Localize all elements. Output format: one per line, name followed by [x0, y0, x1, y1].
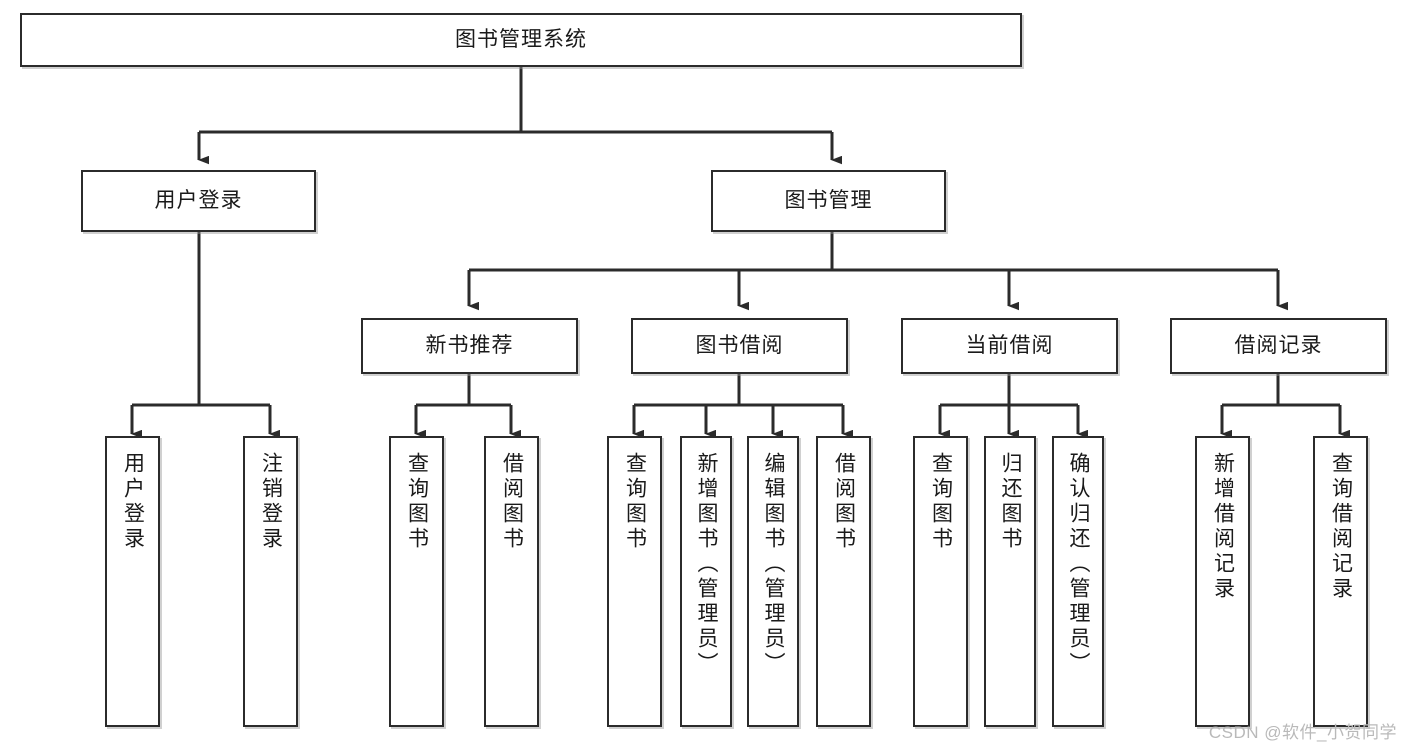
node-leaf-borrow-book-1-label: 借阅图书 [500, 452, 524, 552]
node-leaf-query-record-label: 查询借阅记录 [1329, 452, 1353, 602]
node-leaf-query-book-3-label: 查询图书 [929, 452, 953, 552]
node-user-login-label: 用户登录 [154, 188, 243, 212]
node-new-book-rec[interactable]: 新书推荐 [361, 318, 578, 374]
node-leaf-add-record[interactable]: 新增借阅记录 [1195, 436, 1250, 727]
node-leaf-query-record[interactable]: 查询借阅记录 [1313, 436, 1368, 727]
node-leaf-edit-book-label: 编辑图书（管理员） [762, 452, 786, 677]
node-leaf-logout[interactable]: 注销登录 [243, 436, 298, 727]
node-borrow-record[interactable]: 借阅记录 [1170, 318, 1387, 374]
node-leaf-borrow-book-1[interactable]: 借阅图书 [484, 436, 539, 727]
node-book-manage-label: 图书管理 [784, 188, 873, 212]
node-leaf-user-login[interactable]: 用户登录 [105, 436, 160, 727]
node-leaf-confirm-return-label: 确认归还（管理员） [1067, 452, 1091, 677]
node-leaf-logout-label: 注销登录 [259, 452, 283, 552]
node-leaf-query-book-3[interactable]: 查询图书 [913, 436, 968, 727]
node-leaf-add-book[interactable]: 新增图书（管理员） [680, 436, 732, 727]
node-leaf-return-book[interactable]: 归还图书 [984, 436, 1036, 727]
node-leaf-query-book-1-label: 查询图书 [405, 452, 429, 552]
csdn-watermark: CSDN @软件_小贺同学 [1208, 723, 1397, 742]
node-leaf-confirm-return[interactable]: 确认归还（管理员） [1052, 436, 1104, 727]
node-leaf-query-book-2[interactable]: 查询图书 [607, 436, 662, 727]
node-leaf-borrow-book-2-label: 借阅图书 [832, 452, 856, 552]
node-current-borrow-label: 当前借阅 [965, 333, 1054, 357]
node-new-book-rec-label: 新书推荐 [425, 333, 514, 357]
node-root-label: 图书管理系统 [455, 27, 587, 51]
node-leaf-add-book-label: 新增图书（管理员） [695, 452, 719, 677]
node-leaf-add-record-label: 新增借阅记录 [1211, 452, 1235, 602]
node-leaf-query-book-1[interactable]: 查询图书 [389, 436, 444, 727]
node-root[interactable]: 图书管理系统 [20, 13, 1022, 67]
node-book-borrow[interactable]: 图书借阅 [631, 318, 848, 374]
node-leaf-query-book-2-label: 查询图书 [623, 452, 647, 552]
node-book-borrow-label: 图书借阅 [695, 333, 784, 357]
node-current-borrow[interactable]: 当前借阅 [901, 318, 1118, 374]
node-borrow-record-label: 借阅记录 [1234, 333, 1323, 357]
node-leaf-return-book-label: 归还图书 [999, 452, 1023, 552]
node-leaf-borrow-book-2[interactable]: 借阅图书 [816, 436, 871, 727]
node-book-manage[interactable]: 图书管理 [711, 170, 946, 232]
node-leaf-edit-book[interactable]: 编辑图书（管理员） [747, 436, 799, 727]
node-leaf-user-login-label: 用户登录 [121, 452, 145, 552]
node-user-login[interactable]: 用户登录 [81, 170, 316, 232]
